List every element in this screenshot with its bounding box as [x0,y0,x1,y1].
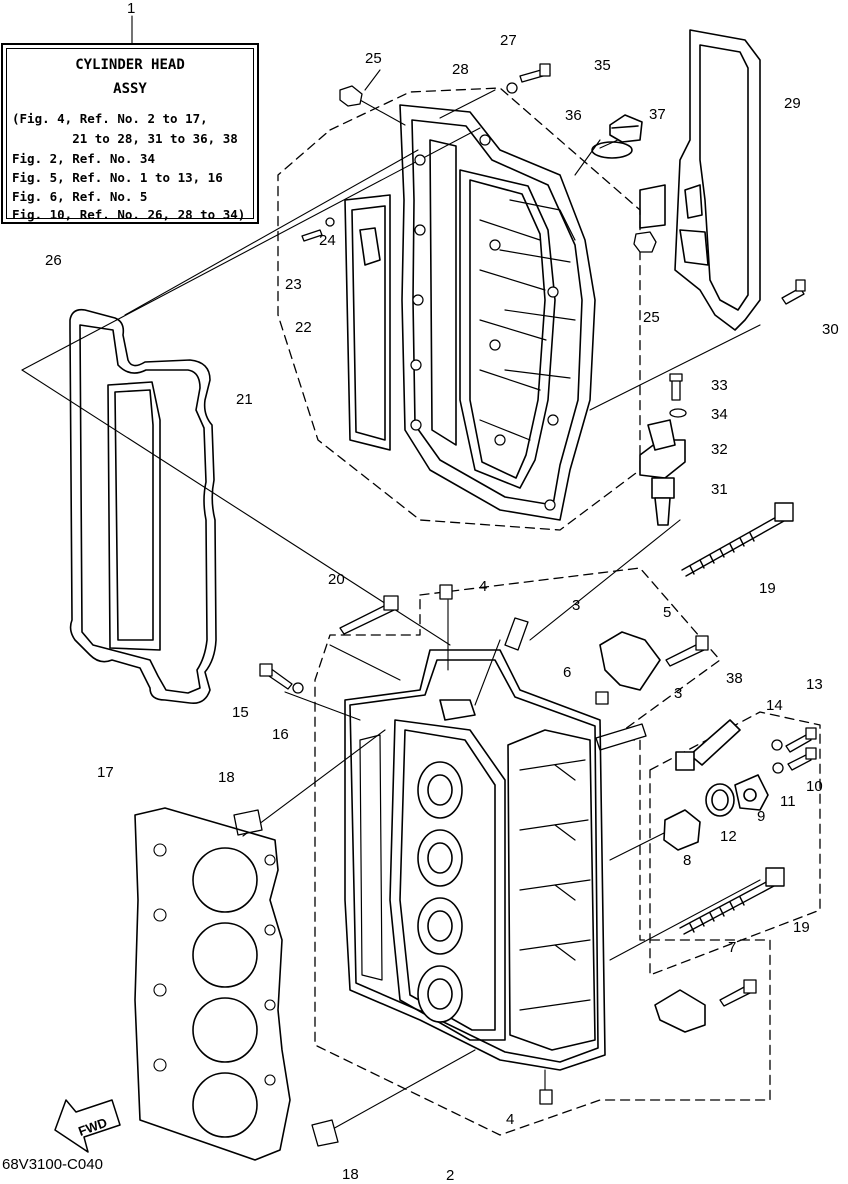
callout-3: 3 [674,685,683,702]
fwd-arrow-icon: FWD [54,1099,121,1153]
cam-cap-lower [654,989,706,1033]
callout-31: 31 [711,481,728,498]
group-outline-cover [277,87,641,531]
callout-32: 32 [711,441,728,458]
callout-35: 35 [594,57,611,74]
callout-5: 5 [663,604,672,621]
callout-15: 15 [232,704,249,721]
callout-14: 14 [766,697,783,714]
callout-4: 4 [479,578,488,595]
legend-line: Fig. 10, Ref. No. 26, 28 to 34) [12,207,246,222]
callout-11: 11 [780,793,796,810]
bracket [674,29,761,331]
long-bolts [679,502,794,935]
rocker-cover-gasket [69,308,217,705]
legend-title-line1: CYLINDER HEAD [75,57,185,73]
callout-18: 18 [342,1166,359,1183]
callout-38: 38 [726,670,743,687]
sensor [651,477,675,526]
cylinder-head-cover [399,104,596,521]
head-gasket [134,807,291,1161]
callout-33: 33 [711,377,728,394]
callout-12: 12 [720,828,737,845]
assembly-legend: CYLINDER HEAD ASSY (Fig. 4, Ref. No. 2 t… [1,43,259,224]
o-ring [591,141,633,159]
callout-7: 7 [728,939,737,956]
label-tag [639,184,666,229]
callout-26: 26 [45,252,62,269]
callout-24: 24 [319,232,336,249]
callout-25: 25 [365,50,382,67]
legend-line: 21 to 28, 31 to 36, 38 [12,131,238,146]
callout-30: 30 [822,321,839,338]
cylinder-head [344,649,606,1071]
sensor-holder [639,419,686,479]
group-outline-sensor [649,711,821,976]
callout-20: 20 [328,571,345,588]
callout-37: 37 [649,106,666,123]
legend-line: Fig. 2, Ref. No. 34 [12,151,155,166]
callout-23: 23 [285,276,302,293]
group-outline-head [314,567,771,1136]
cover-plate [344,194,391,451]
callout-1: 1 [127,0,136,17]
callout-9: 9 [757,808,766,825]
legend-line: Fig. 6, Ref. No. 5 [12,189,148,204]
callout-19: 19 [793,919,810,936]
fasteners [233,63,817,1147]
legend-line: Fig. 5, Ref. No. 1 to 13, 16 [12,170,223,185]
callout-21: 21 [236,391,253,408]
callout-34: 34 [711,406,728,423]
oil-filler-cap [609,114,643,143]
callout-18: 18 [218,769,235,786]
callout-25: 25 [643,309,660,326]
callout-2: 2 [446,1167,455,1184]
callout-13: 13 [806,676,823,693]
callout-6: 6 [563,664,572,681]
legend-title-line2: ASSY [113,81,147,97]
legend-inner-frame [6,48,254,219]
callout-22: 22 [295,319,312,336]
cam-cap-upper [599,631,661,691]
callout-16: 16 [272,726,289,743]
leader-lines [21,15,761,1136]
callout-8: 8 [683,852,692,869]
diagram-code: 68V3100-C040 [2,1156,103,1173]
callout-28: 28 [452,61,469,78]
temperature-sensor [675,719,741,771]
callout-27: 27 [500,32,517,49]
callout-29: 29 [784,95,801,112]
callout-19: 19 [759,580,776,597]
callout-3: 3 [572,597,581,614]
thermostat-parts [663,774,769,851]
callout-4: 4 [506,1111,515,1128]
callout-17: 17 [97,764,114,781]
callout-36: 36 [565,107,582,124]
legend-line: (Fig. 4, Ref. No. 2 to 17, [12,111,208,126]
callout-10: 10 [806,778,823,795]
